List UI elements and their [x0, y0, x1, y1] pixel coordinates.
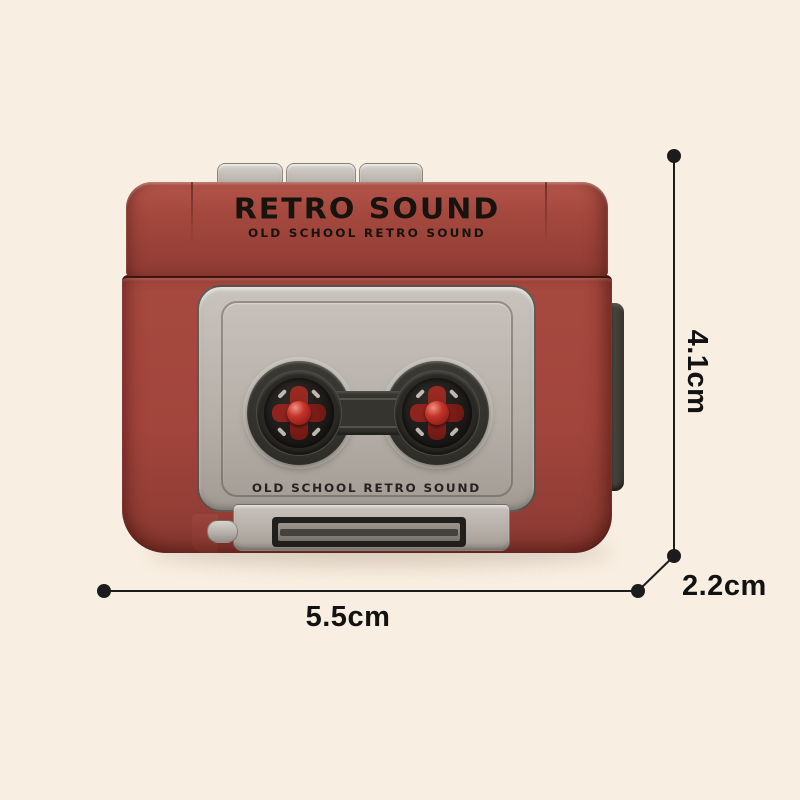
latch-slot-slit [280, 529, 458, 536]
height-label: 4.1cm [681, 329, 713, 415]
latch-slot [272, 517, 466, 547]
depth-label: 2.2cm [682, 570, 767, 602]
reel-tick [277, 426, 287, 437]
width-label: 5.5cm [305, 601, 391, 633]
dimension-endpoint-dot [97, 584, 111, 598]
brand-subtitle: OLD SCHOOL RETRO SOUND [248, 226, 486, 240]
shell-seam-right [545, 182, 547, 244]
reel-tick [311, 426, 321, 437]
reel-right [402, 378, 472, 448]
reel-tick [449, 388, 459, 399]
reel-hub-dome [425, 401, 449, 425]
reel-tick [415, 388, 425, 399]
dimension-endpoint-dot [667, 549, 681, 563]
cassette-door-outline [221, 301, 513, 497]
latch-slot-slab [278, 523, 460, 541]
door-latch-bar [233, 504, 510, 551]
reel-tick [449, 426, 459, 437]
device-top-shell: RETRO SOUND OLD SCHOOL RETRO SOUND [126, 182, 608, 276]
height-dimension-line [673, 156, 675, 556]
reel-hub-dome [287, 401, 311, 425]
brand-title: RETRO SOUND [233, 193, 501, 226]
width-dimension-line [104, 590, 638, 592]
cassette-door-caption: OLD SCHOOL RETRO SOUND [251, 481, 482, 495]
reel-left [264, 378, 334, 448]
reel-tick [277, 388, 287, 399]
shell-seam-left [191, 182, 193, 244]
dimension-endpoint-dot [667, 149, 681, 163]
hinge-pin [207, 520, 238, 543]
reel-tick [415, 426, 425, 437]
dimension-endpoint-dot [631, 584, 645, 598]
reel-tick [311, 388, 321, 399]
